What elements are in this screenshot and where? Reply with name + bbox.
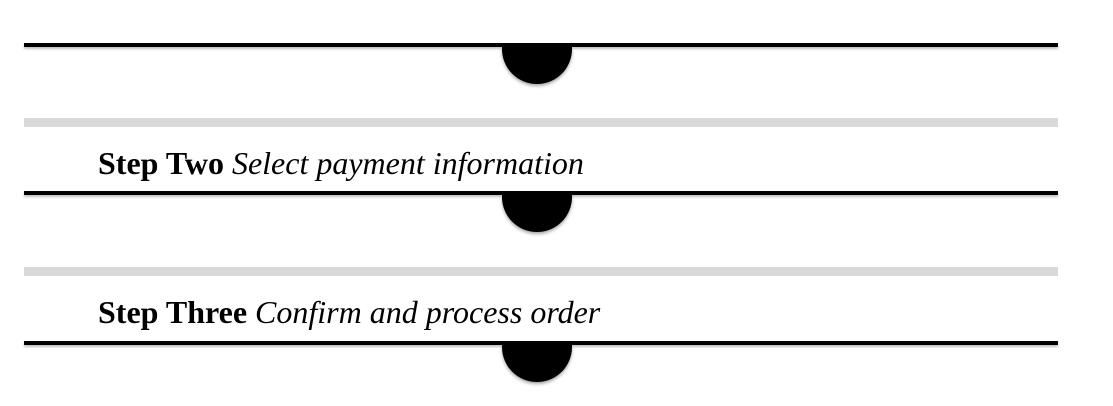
- step-description: Select payment information: [231, 145, 584, 181]
- step-three: Step Three Confirm and process order: [98, 294, 600, 330]
- divider-line: [24, 341, 1058, 345]
- step-two: Step Two Select payment information: [98, 145, 584, 181]
- step-label: Step Three: [98, 294, 248, 330]
- step-band: [24, 267, 1058, 276]
- step-label: Step Two: [98, 145, 224, 181]
- divider-line: [24, 191, 1058, 195]
- divider-line: [24, 43, 1058, 47]
- step-description: Confirm and process order: [255, 294, 601, 330]
- step-band: [24, 118, 1058, 127]
- connector-semicircle: [502, 195, 572, 232]
- connector-semicircle: [502, 47, 572, 84]
- connector-semicircle: [502, 345, 572, 382]
